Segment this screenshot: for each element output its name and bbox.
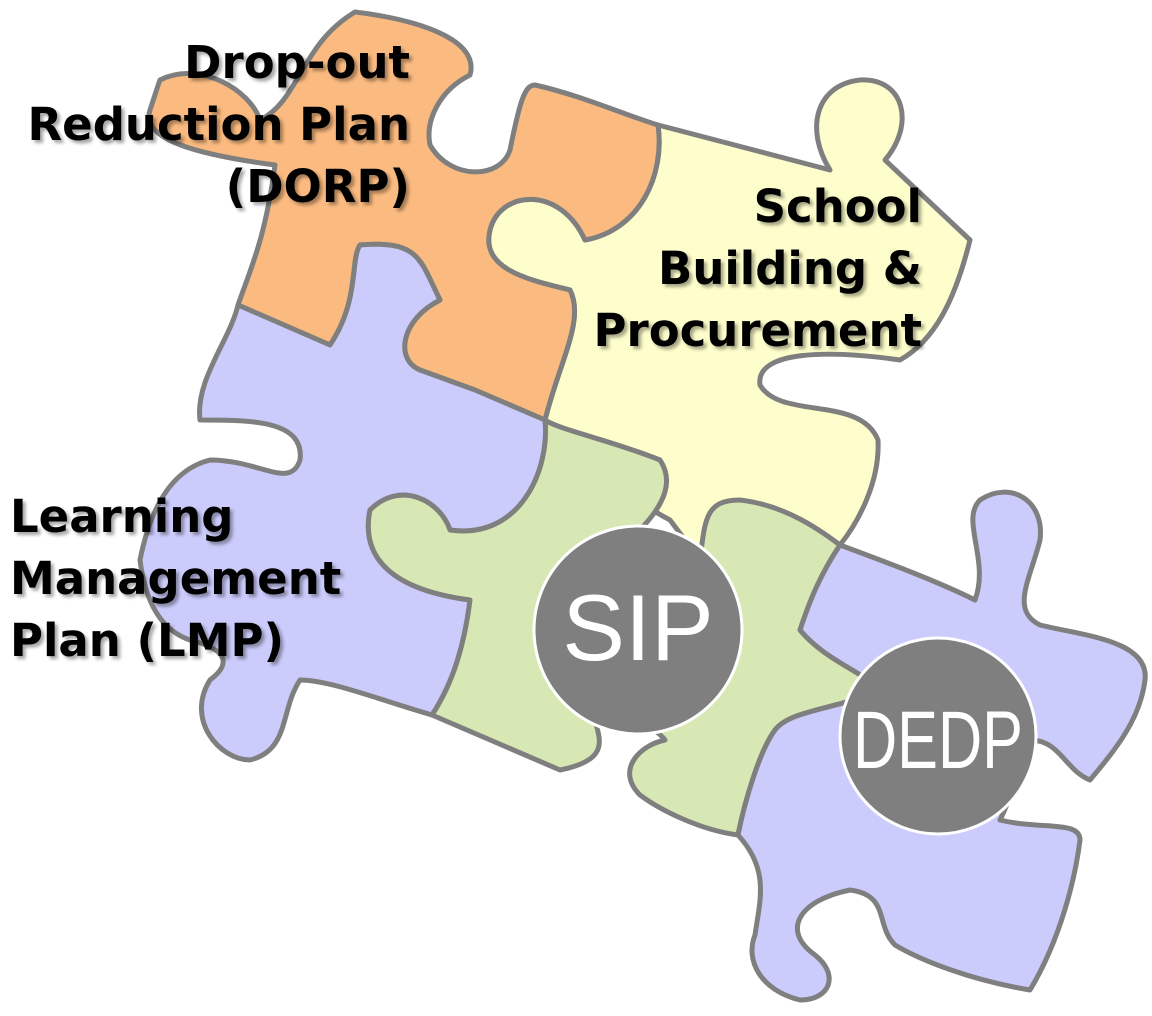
sip-badge-text: SIP [562,575,714,680]
label-lmp-line-2: Management [10,552,342,605]
label-dorp-line-1: Drop-out [184,36,410,89]
label-lmp: Learning Management Plan (LMP) [10,486,341,672]
sip-badge: SIP [532,524,744,736]
label-dorp: Drop-out Reduction Plan (DORP) [28,32,410,218]
dedp-badge: DEDP [838,636,1038,836]
label-school-line-1: School [753,180,922,233]
dedp-badge-circle [838,636,1038,836]
label-dorp-line-3: (DORP) [225,160,410,213]
puzzle-piece-dorp [146,9,662,423]
label-school-line-3: Procurement [593,304,922,357]
label-school-building: School Building & Procurement [594,176,922,362]
puzzle-piece-lmp [137,241,549,763]
label-school-line-2: Building & [658,242,922,295]
label-dorp-line-2: Reduction Plan [27,98,410,151]
dedp-badge-text: DEDP [853,695,1023,786]
label-lmp-line-3: Plan (LMP) [10,614,285,667]
sip-badge-circle [532,524,744,736]
label-lmp-line-1: Learning [10,490,234,543]
